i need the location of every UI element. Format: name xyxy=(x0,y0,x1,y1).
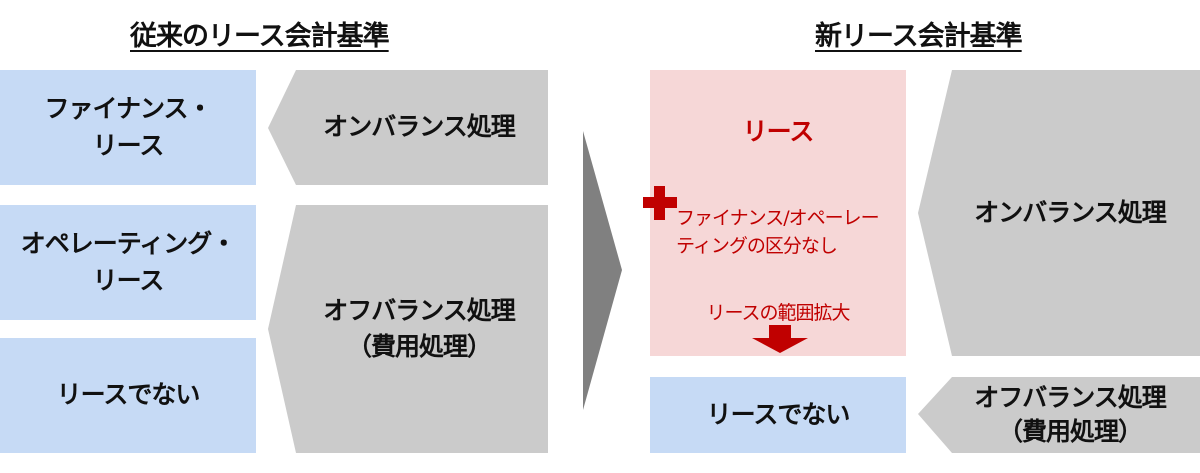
left-chevron-off-balance xyxy=(268,205,548,453)
treatment-label: オフバランス処理 xyxy=(323,295,516,325)
category-label: オペレーティング・ xyxy=(20,229,237,259)
left-chevron-on-balance xyxy=(268,70,548,185)
new-lease-box xyxy=(650,70,906,356)
category-operating-lease: オペレーティング・リース xyxy=(0,205,256,320)
lease-scope-expansion: リースの範囲拡大 xyxy=(706,302,850,324)
right-chevron-on-balance xyxy=(918,70,1200,356)
right-chevron-off-balance xyxy=(918,377,1200,453)
right-title: 新リース会計基準 xyxy=(815,21,1023,52)
plus-icon xyxy=(643,186,677,220)
treatment-label: オンバランス処理 xyxy=(323,112,516,142)
category-label: リースでない xyxy=(706,399,851,429)
category-label: ファイナンス・ xyxy=(44,94,212,124)
category-label: リース xyxy=(92,130,165,160)
left-treatment-off-balance: オフバランス処理 （費用処理） xyxy=(290,205,548,453)
category-non-lease: リースでない xyxy=(0,338,256,453)
note-line: ファイナンス/オペーレー xyxy=(676,207,880,229)
category-finance-lease: ファイナンス・リース xyxy=(0,70,256,185)
note-line: ティングの区分なし xyxy=(676,234,838,257)
right-treatment-on-balance: オンバランス処理 xyxy=(945,70,1195,356)
lease-classification-note: ファイナンス/オペーレーティングの区分なし xyxy=(676,205,880,260)
down-arrow-icon xyxy=(752,325,808,353)
left-title: 従来のリース会計基準 xyxy=(130,21,390,52)
new-category-non-lease: リースでない xyxy=(650,377,906,453)
new-lease-heading: リース xyxy=(742,117,815,146)
category-label: リースでない xyxy=(56,380,201,410)
category-label: リース xyxy=(92,265,165,295)
transition-arrow-icon xyxy=(583,131,622,410)
treatment-label: オフバランス処理 xyxy=(974,383,1167,413)
left-treatment-on-balance: オンバランス処理 xyxy=(290,70,548,185)
treatment-label: オンバランス処理 xyxy=(974,197,1167,227)
treatment-sublabel: （費用処理） xyxy=(997,417,1143,446)
right-treatment-off-balance: オフバランス処理 （費用処理） xyxy=(945,377,1195,453)
treatment-sublabel: （費用処理） xyxy=(346,332,492,361)
